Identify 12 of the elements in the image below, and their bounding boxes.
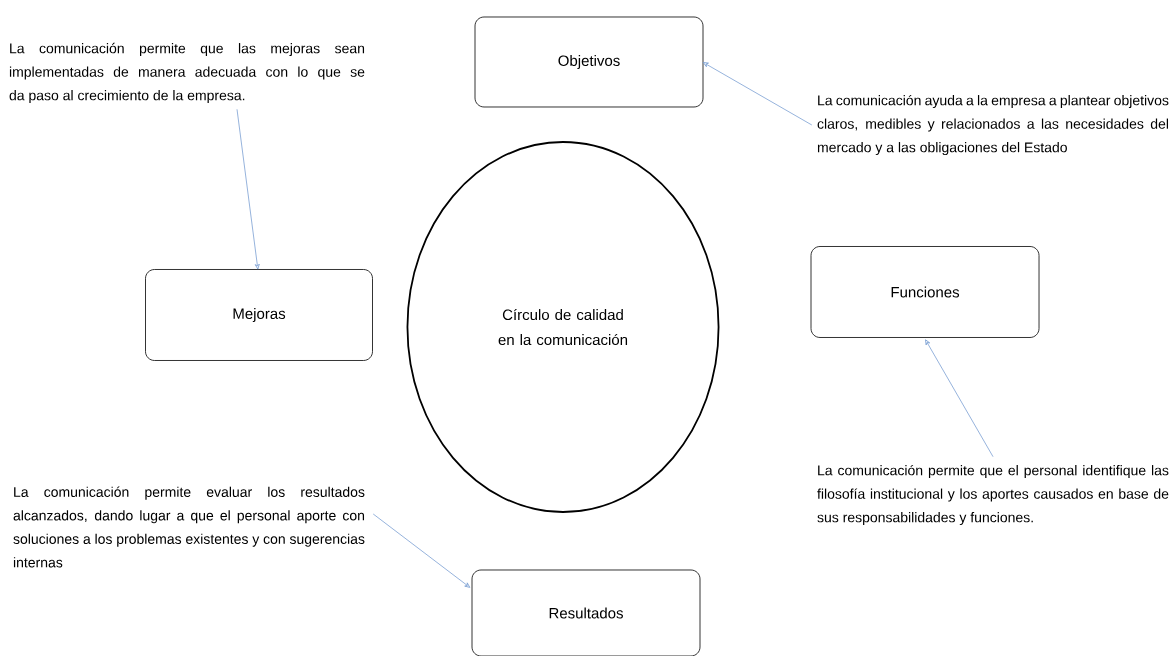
process-box: Objetivos bbox=[474, 16, 704, 108]
description-text: La comunicación permite que el personal identifique las filosofía institucional y los aportes causados en base de sus responsabilidades y funciones. bbox=[817, 464, 1169, 526]
process-box: Mejoras bbox=[145, 269, 373, 361]
process-box: Funciones bbox=[810, 246, 1040, 338]
process-box: Resultados bbox=[471, 569, 701, 656]
arrow bbox=[925, 339, 994, 458]
description-text: La comunicación permite que las mejoras sean implementadas de manera adecuada con lo que se da paso al crecimiento de la empresa. bbox=[9, 42, 365, 104]
arrow bbox=[702, 62, 813, 126]
description-text: La comunicación permite evaluar los resultados alcanzados, dando lugar a que el personal aporte con soluciones a los problemas existentes y con sugerencias internas bbox=[13, 486, 365, 568]
arrow bbox=[372, 513, 471, 588]
description-text: La comunicación ayuda a la empresa a plantear objetivos claros, medibles y relacionados a las necesidades del mercado y a las obligaciones del Estado bbox=[817, 94, 1169, 156]
arrow bbox=[236, 108, 260, 270]
